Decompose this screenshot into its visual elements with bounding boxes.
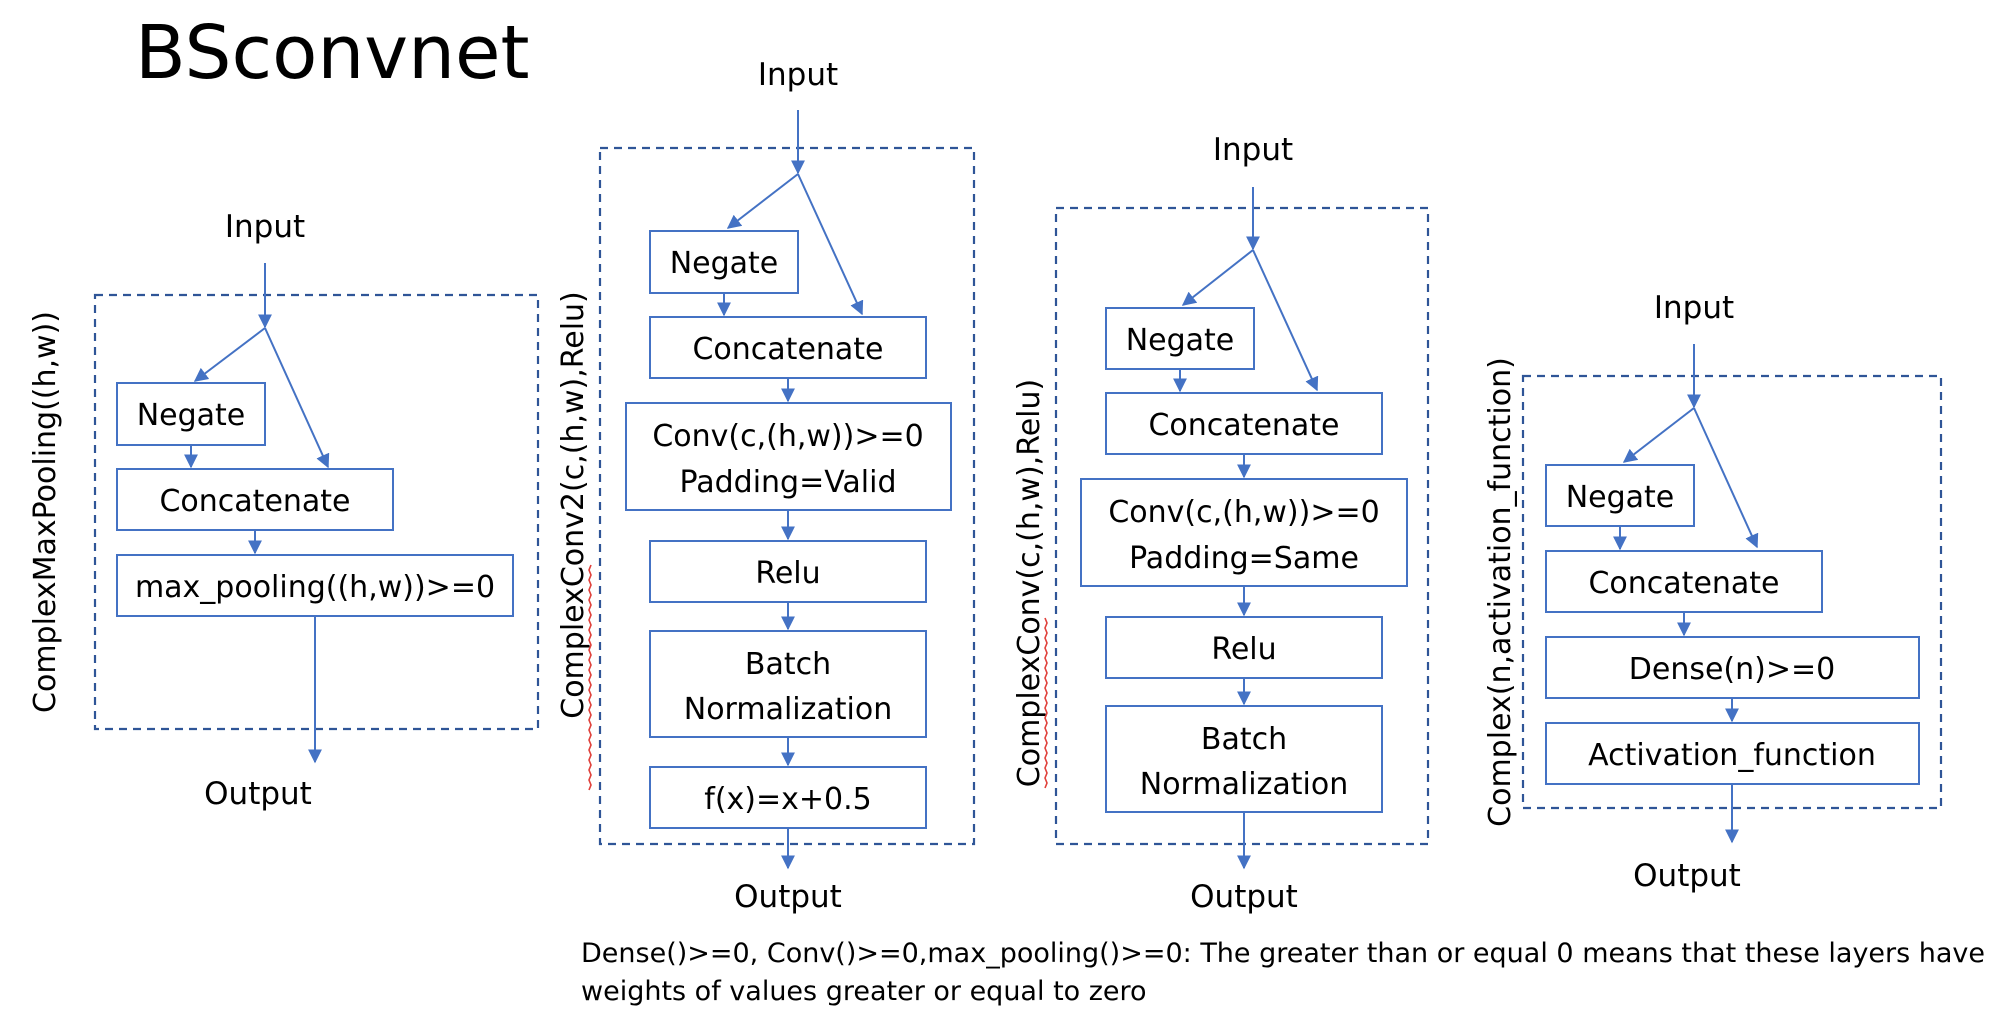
block-complex-max-pooling: ComplexMaxPooling((h,w)) Input Negate Co… (28, 209, 540, 812)
block-3-padding-label: Padding=Same (1129, 541, 1359, 576)
spellcheck-underline (1044, 617, 1048, 789)
diagram-title: BSconvnet (135, 10, 530, 96)
block-2-batchnorm-box (649, 630, 927, 738)
block-1-max-pooling-label: max_pooling((h,w))>=0 (135, 570, 495, 605)
block-4-output-label: Output (1633, 858, 1741, 894)
block-2-side-label: ComplexConv2(c,(h,w),Relu) (556, 291, 591, 719)
block-4-side-label: Complex(n,activation_function) (1483, 357, 1518, 827)
block-2-input-label: Input (758, 57, 838, 93)
block-3-conv-label: Conv(c,(h,w))>=0 (1108, 495, 1379, 530)
block-1-skip-arrow (264, 327, 330, 469)
block-3-branch-arrow (1181, 249, 1254, 306)
block-1-negate-box (116, 382, 266, 446)
block-1-input-label: Input (225, 209, 305, 245)
block-4-input-label: Input (1654, 290, 1734, 326)
footnote-line-2: weights of values greater or equal to ze… (581, 976, 1147, 1007)
block-complex-dense: Complex(n,activation_function) Input Neg… (1483, 290, 1943, 894)
block-4-negate-label: Negate (1566, 480, 1675, 515)
block-3-concatenate-box (1105, 392, 1383, 455)
block-3-batchnorm-box (1105, 705, 1383, 813)
block-4-frame (1521, 374, 1943, 810)
block-4-concatenate-box (1545, 550, 1823, 613)
block-1-side-label: ComplexMaxPooling((h,w)) (28, 311, 63, 713)
block-1-concatenate-label: Concatenate (159, 484, 350, 519)
block-complex-conv2: ComplexConv2(c,(h,w),Relu) Input Negate … (556, 57, 976, 915)
block-2-frame (598, 146, 976, 846)
block-3-relu-label: Relu (1211, 632, 1276, 667)
block-2-conv-box (625, 402, 952, 511)
block-2-conv-label: Conv(c,(h,w))>=0 (652, 419, 923, 454)
block-4-dense-box (1545, 636, 1920, 699)
spellcheck-underline (588, 564, 592, 791)
block-3-side-label: ComplexConv(c,(h,w),Relu) (1012, 379, 1047, 787)
block-2-normalization-label: Normalization (684, 692, 892, 727)
block-3-concatenate-label: Concatenate (1148, 408, 1339, 443)
block-2-branch-arrow (726, 173, 799, 229)
block-3-negate-label: Negate (1126, 323, 1235, 358)
block-2-batch-label: Batch (745, 647, 831, 682)
block-2-relu-label: Relu (755, 556, 820, 591)
block-4-skip-arrow (1693, 407, 1759, 549)
block-4-activation-label: Activation_function (1588, 738, 1876, 773)
block-3-input-label: Input (1213, 132, 1293, 168)
block-3-relu-box (1105, 616, 1383, 679)
block-1-output-label: Output (204, 776, 312, 812)
block-3-skip-arrow (1252, 249, 1319, 392)
block-3-batch-label: Batch (1201, 722, 1287, 757)
block-4-branch-arrow (1622, 407, 1695, 463)
block-2-shift-box (649, 766, 927, 829)
block-3-output-label: Output (1190, 879, 1298, 915)
block-4-dense-label: Dense(n)>=0 (1629, 652, 1835, 687)
block-2-skip-arrow (797, 173, 864, 316)
block-3-normalization-label: Normalization (1140, 767, 1348, 802)
block-complex-conv: ComplexConv(c,(h,w),Relu) Input Negate C… (1012, 132, 1430, 915)
block-1-negate-label: Negate (137, 398, 246, 433)
block-4-negate-box (1545, 464, 1695, 527)
block-3-conv-box (1080, 478, 1408, 587)
block-2-padding-label: Padding=Valid (679, 465, 896, 500)
block-1-branch-arrow (193, 327, 266, 382)
block-2-concatenate-label: Concatenate (692, 332, 883, 367)
block-3-frame (1054, 206, 1430, 846)
block-2-shift-label: f(x)=x+0.5 (704, 782, 871, 817)
footnote-line-1: Dense()>=0, Conv()>=0,max_pooling()>=0: … (581, 938, 1985, 969)
block-1-frame (93, 293, 540, 731)
block-2-output-label: Output (734, 879, 842, 915)
block-2-negate-label: Negate (670, 246, 779, 281)
block-4-concatenate-label: Concatenate (1588, 566, 1779, 601)
